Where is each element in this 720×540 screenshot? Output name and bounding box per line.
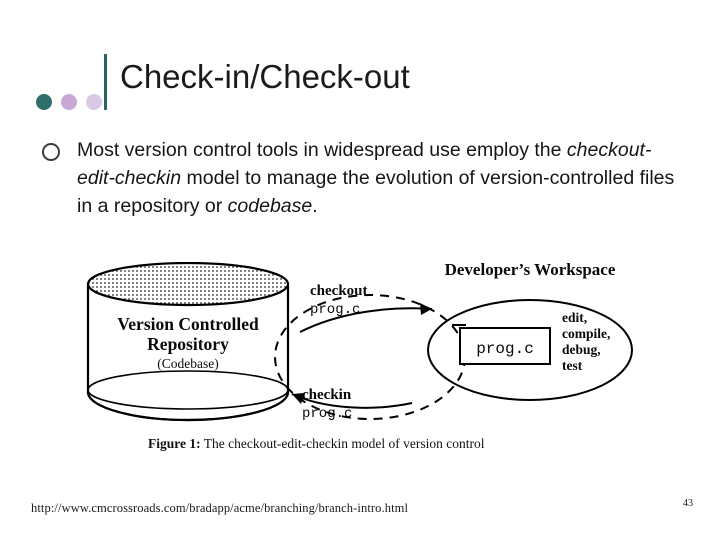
workspace-file-label: prog.c: [476, 340, 534, 358]
checkin-arrowhead-icon: [292, 393, 305, 404]
decor-dot-3: [86, 94, 102, 110]
bullet-marker-icon: [42, 143, 60, 161]
figure-caption: Figure 1: The checkout-edit-checkin mode…: [148, 436, 578, 452]
bullet-text-part3: .: [312, 195, 318, 217]
source-url: http://www.cmcrossroads.com/bradapp/acme…: [31, 501, 409, 515]
bullet-text-part1: Most version control tools in widespread…: [77, 139, 567, 161]
decor-dot-1: [36, 94, 52, 110]
workspace-action-line3: debug,: [562, 342, 601, 357]
checkin-label: checkin: [302, 387, 352, 403]
workspace-action-line4: test: [562, 358, 583, 373]
figure-caption-text: The checkout-edit-checkin model of versi…: [200, 436, 485, 451]
title-divider: [104, 54, 107, 110]
repository-label-line1: Version Controlled: [117, 314, 259, 334]
decor-dot-2: [61, 94, 77, 110]
checkout-arrow-icon: [299, 307, 433, 333]
repository-label-line2: Repository: [147, 334, 229, 354]
workspace-action-line2: compile,: [562, 326, 610, 341]
figure-diagram: Version Controlled Repository (Codebase)…: [60, 262, 660, 457]
bullet-item: Most version control tools in widespread…: [42, 136, 682, 220]
checkin-file-label: prog.c: [302, 406, 352, 422]
checkout-file-label: prog.c: [310, 302, 360, 318]
figure-caption-label: Figure 1:: [148, 436, 201, 451]
workspace-action-line1: edit,: [562, 310, 587, 325]
bullet-text-part2: model to manage the evolution of version…: [77, 167, 675, 217]
page-title: Check-in/Check-out: [120, 58, 410, 95]
bullet-text-emphasis1: checkout-edit-checkin: [77, 139, 652, 189]
repository-label-line3: (Codebase): [157, 356, 218, 371]
decorative-dots: [36, 94, 102, 110]
workspace-file-box: [459, 327, 551, 365]
slide-header: Check-in/Check-out: [0, 26, 720, 110]
checkout-arrowhead-icon: [420, 303, 432, 315]
workspace-title: Developer’s Workspace: [445, 262, 616, 279]
bullet-text: Most version control tools in widespread…: [77, 136, 682, 220]
page-number: 43: [683, 498, 693, 509]
repository-cylinder-shape: [86, 262, 290, 422]
checkout-label: checkout: [310, 283, 368, 299]
workspace-ellipse-shape: [427, 299, 633, 401]
bullet-text-emphasis2: codebase: [227, 195, 313, 217]
